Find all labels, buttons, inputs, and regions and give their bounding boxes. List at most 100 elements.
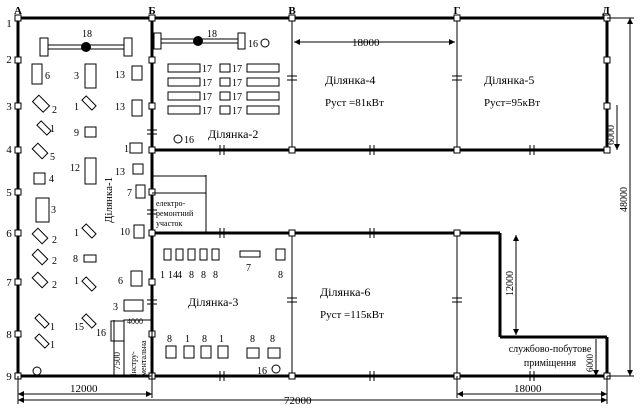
arrow-icon xyxy=(18,397,24,403)
column xyxy=(288,14,296,22)
equip-label: 6 xyxy=(45,71,50,82)
equip-label: 3 xyxy=(113,302,118,313)
equip-label: 17 xyxy=(202,92,212,103)
machine xyxy=(34,333,50,349)
dim-label: 18000 xyxy=(352,37,380,49)
section-5-title: Ділянка-5 xyxy=(484,73,534,87)
walls xyxy=(16,16,609,378)
machine xyxy=(84,63,97,89)
machine xyxy=(110,320,125,342)
equip-label: 1 xyxy=(74,228,79,239)
column xyxy=(453,14,461,22)
section-2-title: Ділянка-2 xyxy=(208,127,258,141)
equip-label: 2 xyxy=(52,280,57,291)
machine xyxy=(135,184,146,199)
axis-number-4: 4 xyxy=(6,144,12,156)
column xyxy=(14,188,22,196)
machine xyxy=(219,91,231,101)
machine xyxy=(167,105,201,115)
section-6-title: Ділянка-6 xyxy=(320,285,370,299)
equip-label: 18 xyxy=(82,29,92,40)
equip-label: 17 xyxy=(202,106,212,117)
machine xyxy=(200,345,212,359)
machine xyxy=(246,77,280,87)
dim-label: 48000 xyxy=(619,187,630,212)
equip-label: 8 xyxy=(73,254,78,265)
machine xyxy=(31,248,49,266)
machine xyxy=(123,299,144,312)
circle-marker-icon xyxy=(271,364,281,374)
column xyxy=(603,56,611,64)
equip-label: 17 xyxy=(202,64,212,75)
machine xyxy=(31,94,51,113)
dim-label: 6000 xyxy=(606,125,617,145)
column xyxy=(14,330,22,338)
axis-letters: А Б В Г Д xyxy=(14,5,610,17)
column xyxy=(148,278,156,286)
machine xyxy=(129,142,143,154)
machine xyxy=(33,172,46,185)
machine xyxy=(131,65,143,81)
column xyxy=(14,278,22,286)
arrow-icon xyxy=(601,391,607,397)
equip-label: 1 xyxy=(160,270,165,281)
equip-label: 1 xyxy=(50,124,55,135)
machine xyxy=(239,250,261,258)
arrow-icon xyxy=(593,370,599,376)
machine xyxy=(130,270,143,287)
equip-label: 15 xyxy=(74,322,84,333)
equip-label: 13 xyxy=(115,102,125,113)
crane-end xyxy=(237,32,246,50)
equip-label: 4 xyxy=(49,174,54,185)
column xyxy=(148,56,156,64)
axis-number-1: 1 xyxy=(6,18,12,30)
machine xyxy=(219,105,231,115)
dim-label: 18000 xyxy=(514,383,542,395)
dimension-labels: 18000 6000 48000 12000 6000 4000 7500 12… xyxy=(70,37,630,407)
dim-label: 12000 xyxy=(505,271,516,296)
arrow-icon xyxy=(294,39,300,45)
machine xyxy=(132,163,144,175)
axis-letter-d: Д xyxy=(602,5,610,17)
section-3-title: Ділянка-3 xyxy=(188,295,238,309)
dim-label: 72000 xyxy=(284,395,312,407)
equip-label: 13 xyxy=(115,167,125,178)
column xyxy=(288,146,296,154)
equip-label: 13 xyxy=(115,70,125,81)
machine xyxy=(84,126,97,138)
service-room-label: приміщення xyxy=(524,358,577,369)
column xyxy=(453,229,461,237)
equip-label: 8 xyxy=(167,334,172,345)
column xyxy=(14,229,22,237)
column xyxy=(148,102,156,110)
equip-label: 8 xyxy=(202,334,207,345)
machine xyxy=(211,248,220,261)
machine xyxy=(219,77,231,87)
axis-number-9: 9 xyxy=(6,371,12,383)
electro-label-line: електро- xyxy=(156,199,185,208)
machine xyxy=(246,347,260,359)
machine xyxy=(267,347,281,359)
equip-label: 17 xyxy=(232,92,242,103)
circle-marker-icon xyxy=(260,38,270,48)
machine xyxy=(163,248,172,261)
arrow-icon xyxy=(146,391,152,397)
axis-number-6: 6 xyxy=(6,228,12,240)
machine xyxy=(35,197,50,223)
axis-number-5: 5 xyxy=(6,187,12,199)
equip-label: 16 xyxy=(184,135,194,146)
machine xyxy=(246,91,280,101)
equip-label: 14 xyxy=(168,270,178,281)
column xyxy=(148,14,156,22)
section-2-equipment: 18 16 17 17 17 17 17 17 17 17 16 xyxy=(153,29,280,146)
machine xyxy=(84,157,97,185)
equip-label: 17 xyxy=(232,106,242,117)
axis-number-3: 3 xyxy=(6,101,12,113)
machine xyxy=(167,77,201,87)
machine xyxy=(31,142,49,160)
equip-label: 1 xyxy=(74,276,79,287)
axis-letter-b: Б xyxy=(148,5,155,17)
section-5-power: Руст=95кВт xyxy=(484,97,540,109)
arrow-icon xyxy=(449,39,455,45)
